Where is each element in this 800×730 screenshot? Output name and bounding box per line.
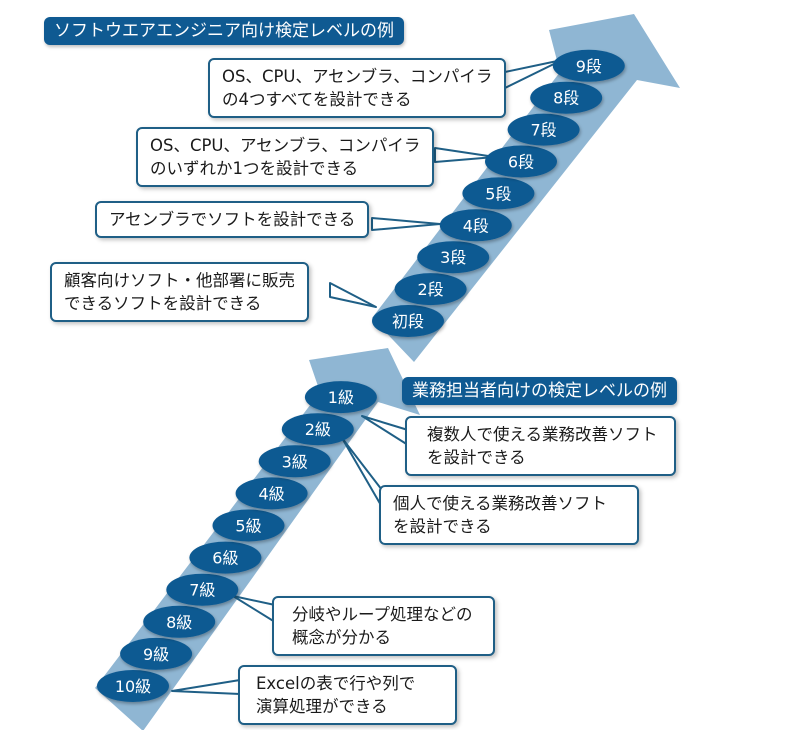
kyu-badge-shape (166, 573, 239, 606)
dan-badge-shape (507, 113, 580, 146)
callout-line: 複数人で使える業務改善ソフト (427, 425, 658, 444)
callout-line: 演算処理ができる (256, 697, 388, 716)
dan-badge-label: 4段 (463, 216, 489, 235)
callout-line: Excelの表で行や列で (256, 674, 416, 693)
dan-badge-label: 初段 (392, 312, 424, 331)
dan-badge-shape (485, 145, 557, 178)
kyu-badge-shape (235, 477, 308, 510)
leader-shodan (329, 282, 377, 308)
callout-6dan: OS、CPU、アセンブラ、コンパイラ のいずれか1つを設計できる (136, 127, 435, 187)
dan-badge: 6段 (485, 145, 557, 178)
kyu-badge-label: 6級 (212, 549, 238, 568)
kyu-badge-shape (281, 413, 354, 446)
callout-shodan: 顧客向けソフト・他部署に販売 できるソフトを設計できる (50, 262, 309, 322)
kyu-badge-label: 7級 (189, 581, 215, 600)
callout-line: アセンブラでソフトを設計できる (109, 210, 356, 229)
callout-10kyu: Excelの表で行や列で 演算処理ができる (238, 665, 458, 725)
callout-7kyu: 分岐やループ処理などの 概念が分かる (272, 596, 495, 656)
kyu-badge: 10級 (97, 670, 169, 702)
dan-badge: 初段 (372, 305, 444, 337)
callout-1kyu: 複数人で使える業務改善ソフト を設計できる (405, 416, 676, 476)
kyu-badge: 8級 (143, 605, 216, 638)
callout-line: OS、CPU、アセンブラ、コンパイラ (222, 67, 493, 86)
kyu-badge-shape (212, 509, 285, 542)
kyu-badge: 3級 (258, 445, 331, 478)
kyu-badge-label: 8級 (166, 613, 192, 632)
callout-line: できるソフトを設計できる (64, 294, 262, 313)
dan-badge-shape (394, 273, 467, 306)
dan-badge-shape (462, 177, 535, 210)
leader-4dan (371, 217, 441, 231)
dan-badge: 9段 (552, 49, 625, 82)
kyu-badge: 1級 (304, 381, 377, 414)
kyu-badge-shape (304, 381, 377, 414)
kyu-badge-label: 5級 (235, 517, 261, 536)
kyu-badge-shape (258, 445, 331, 478)
dan-badge-label: 3段 (440, 248, 466, 267)
callout-line: のいずれか1つを設計できる (150, 159, 359, 178)
callout-line: 顧客向けソフト・他部署に販売 (64, 271, 295, 290)
dan-badge-shape (372, 305, 444, 337)
dan-badge: 8段 (530, 81, 603, 114)
kyu-badge-label: 9級 (143, 645, 169, 664)
callout-line: を設計できる (393, 517, 492, 536)
business-section-title: 業務担当者向けの検定レベルの例 (402, 377, 677, 405)
leader-2kyu (341, 437, 383, 508)
kyu-badge: 2級 (281, 413, 354, 446)
kyu-badge-shape (97, 670, 169, 702)
callout-4dan: アセンブラでソフトを設計できる (95, 201, 370, 238)
kyu-badge: 5級 (212, 509, 285, 542)
kyu-badge-label: 3級 (282, 452, 308, 471)
callout-2kyu: 個人で使える業務改善ソフト を設計できる (379, 485, 640, 545)
dan-badge-shape (439, 209, 512, 242)
kyu-badge-shape (143, 605, 216, 638)
callout-line: 概念が分かる (292, 628, 391, 647)
leader-6dan (434, 147, 496, 163)
leader-10kyu (171, 679, 241, 695)
callout-9dan: OS、CPU、アセンブラ、コンパイラ の4つすべてを設計できる (208, 58, 507, 118)
dan-badge: 4段 (439, 209, 512, 242)
leader-1kyu (361, 415, 409, 446)
dan-badge-label: 6段 (508, 153, 534, 172)
dan-badge-label: 8段 (553, 89, 579, 108)
kyu-badge: 9級 (120, 637, 193, 670)
callout-line: 分岐やループ処理などの (292, 605, 473, 624)
dan-badge-label: 2段 (418, 280, 444, 299)
dan-badge-label: 7段 (531, 121, 557, 140)
dan-badge-label: 5段 (485, 184, 511, 203)
dan-badge: 2段 (394, 273, 467, 306)
dan-badge-label: 9段 (576, 57, 602, 76)
dan-badge: 7段 (507, 113, 580, 146)
callout-line: の4つすべてを設計できる (222, 90, 412, 109)
kyu-badge-label: 2級 (305, 420, 331, 439)
kyu-badge-label: 10級 (115, 677, 151, 696)
dan-badge: 3段 (417, 241, 490, 274)
kyu-badge: 4級 (235, 477, 308, 510)
kyu-badge-shape (189, 541, 262, 574)
callout-line: OS、CPU、アセンブラ、コンパイラ (150, 136, 421, 155)
callout-line: 個人で使える業務改善ソフト (393, 494, 608, 513)
callout-line: を設計できる (427, 448, 526, 467)
kyu-badge: 7級 (166, 573, 239, 606)
kyu-badge: 6級 (189, 541, 262, 574)
kyu-badge-label: 4級 (259, 484, 285, 503)
kyu-badge-shape (120, 637, 193, 670)
kyu-badge-label: 1級 (328, 388, 354, 407)
dan-badge-shape (552, 49, 625, 82)
leader-7kyu (232, 595, 276, 623)
engineer-section-title: ソフトウエアエンジニア向け検定レベルの例 (44, 17, 404, 45)
dan-badge-shape (530, 81, 603, 114)
dan-badge-shape (417, 241, 490, 274)
dan-badge: 5段 (462, 177, 535, 210)
